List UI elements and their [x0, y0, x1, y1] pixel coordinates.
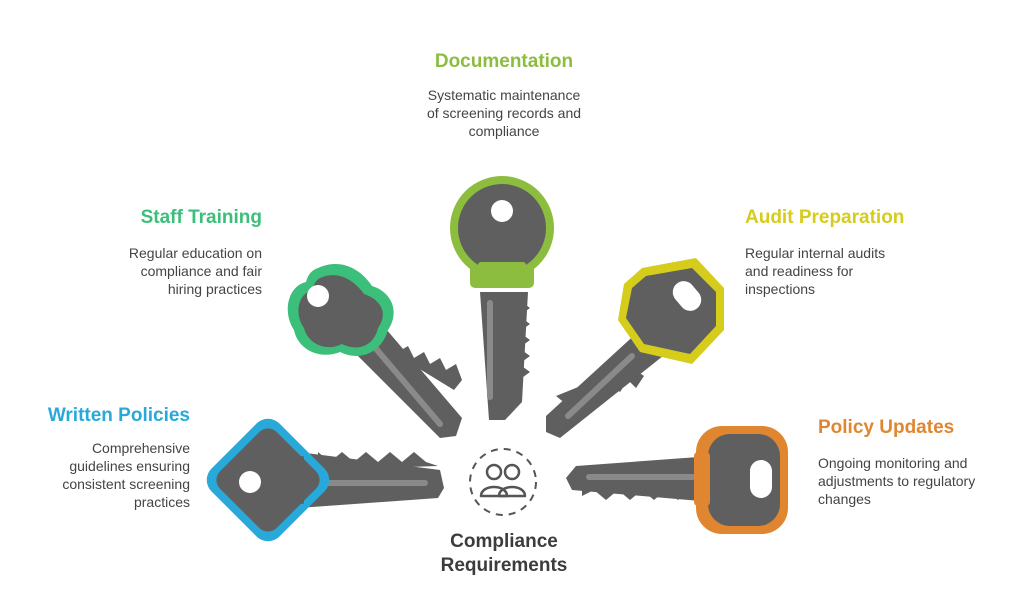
written-policies-title: Written Policies — [47, 405, 190, 426]
policy-updates-description: Ongoing monitoring and adjustments to re… — [818, 455, 976, 507]
documentation-key — [450, 176, 554, 420]
staff-training-description: Regular education on compliance and fair… — [128, 245, 262, 297]
audit-preparation-title: Audit Preparation — [745, 207, 905, 228]
audit-preparation-key — [546, 258, 724, 438]
written-policies-description: Comprehensive guidelines ensuring consis… — [62, 440, 190, 510]
policy-updates-key — [566, 426, 788, 534]
center-label: Compliance Requirements — [440, 531, 568, 576]
documentation-description: Systematic maintenance of screening reco… — [426, 87, 582, 139]
documentation-title: Documentation — [434, 51, 574, 72]
audit-preparation-description: Regular internal audits and readiness fo… — [745, 245, 886, 297]
staff-training-title: Staff Training — [140, 207, 262, 228]
policy-updates-title: Policy Updates — [818, 417, 955, 438]
staff-training-key — [287, 264, 462, 438]
users-icon — [469, 448, 537, 516]
written-policies-key — [206, 418, 444, 542]
